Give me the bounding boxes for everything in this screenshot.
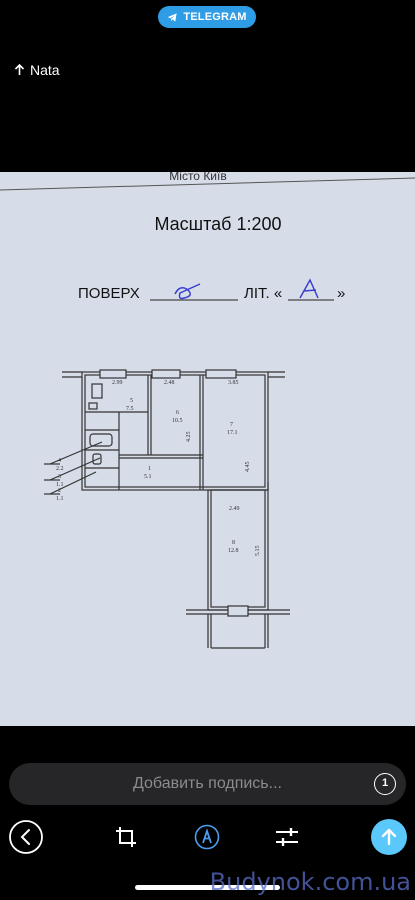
adjust-button[interactable] (267, 815, 307, 859)
lit-close: » (337, 285, 345, 302)
side-room-3-area: 1.1 (56, 482, 64, 488)
dim-top-mid: 2.48 (164, 380, 175, 386)
dim-top-right: 3.85 (228, 380, 239, 386)
send-icon (381, 828, 397, 846)
photo-quality-badge[interactable]: 1 (374, 773, 396, 795)
telegram-source-badge[interactable]: TELEGRAM (158, 6, 256, 28)
markup-icon (194, 824, 220, 850)
send-button[interactable] (371, 819, 407, 855)
room-7-number: 7 (230, 422, 233, 428)
back-icon (9, 820, 43, 854)
back-button[interactable] (6, 815, 46, 859)
dim-top-left: 2.99 (112, 380, 123, 386)
lit-label: ЛІТ. « (244, 285, 282, 302)
room-6-number: 6 (176, 410, 179, 416)
room-1-area: 5.1 (144, 474, 152, 480)
room-8-number: 8 (232, 540, 235, 546)
room-1-number: 1 (148, 466, 151, 472)
dim-vertical-right: 4.45 (245, 462, 251, 473)
crop-icon (116, 827, 136, 847)
side-room-2-area: 1.1 (56, 496, 64, 502)
room-7-area: 17.1 (227, 430, 238, 436)
caption-placeholder: Добавить подпись... (133, 775, 282, 792)
home-indicator[interactable] (135, 885, 280, 890)
room-6-area: 10.5 (172, 418, 183, 424)
side-room-4-area: 2.2 (56, 466, 64, 472)
floor-plan-drawing (44, 369, 290, 649)
adjust-icon (276, 828, 298, 846)
room-5-number: 5 (130, 398, 133, 404)
watermark: Budynok.com.ua (209, 868, 411, 896)
telegram-label: TELEGRAM (183, 11, 247, 23)
room-5-area: 7.5 (126, 406, 134, 412)
handwritten-lit-letter (299, 278, 319, 299)
markup-button[interactable] (187, 815, 227, 859)
crop-button[interactable] (106, 815, 146, 859)
sender-label: Nata (30, 62, 60, 78)
side-room-2: 2 (58, 488, 61, 494)
dim-vertical-mid: 4.25 (186, 432, 192, 443)
dim-right-lower: 2.49 (229, 506, 240, 512)
side-room-4: 4 (58, 458, 61, 464)
editor-toolbar (0, 815, 415, 859)
room-8-area: 12.8 (228, 548, 239, 554)
handwritten-floor-number (174, 283, 201, 300)
telegram-icon (168, 12, 177, 22)
dim-vertical-low: 5.15 (255, 546, 261, 557)
city-header: Місто Київ (169, 172, 226, 183)
sender-name[interactable]: Nata (14, 62, 60, 78)
floor-label: ПОВЕРХ (78, 285, 140, 302)
arrow-up-icon (14, 64, 25, 75)
floor-plan-photo[interactable]: Місто Київ Масштаб 1:200 ПОВЕРХ ЛІТ. « » (0, 172, 415, 726)
caption-input[interactable]: Добавить подпись... 1 (9, 763, 406, 805)
scale-label: Масштаб 1:200 (154, 214, 281, 234)
side-room-3: 3 (58, 474, 61, 480)
